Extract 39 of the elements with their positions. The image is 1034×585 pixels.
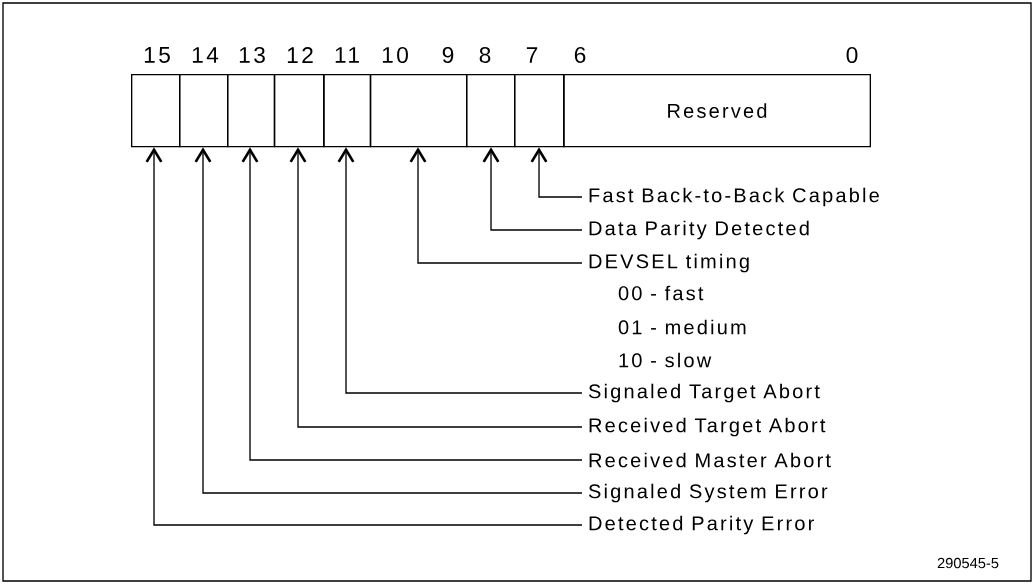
- reserved-field: Reserved: [563, 74, 871, 148]
- leader-arrow: [409, 147, 583, 264]
- leader-arrow: [482, 147, 583, 231]
- description-text: Detected Parity Error: [589, 515, 814, 535]
- description-text: Data Parity Detected: [589, 220, 809, 240]
- option-text: 00 - fast: [618, 285, 704, 301]
- bit-number: 9: [442, 46, 454, 64]
- leader-arrow: [145, 147, 583, 526]
- register-field: [466, 74, 516, 148]
- leader-arrow: [194, 147, 583, 494]
- bit-number: 11: [335, 47, 359, 63]
- description-text: Signaled System Error: [588, 483, 828, 503]
- bit-number: 12: [287, 47, 313, 63]
- figure-number: 290545-5: [937, 557, 999, 569]
- register-field: [274, 74, 325, 148]
- bit-number: 7: [526, 47, 538, 63]
- leader-arrow: [289, 147, 583, 428]
- register-field: [131, 74, 181, 148]
- bit-number: 8: [479, 46, 491, 64]
- description-text: DEVSEL timing: [589, 253, 749, 273]
- bit-number: 13: [239, 46, 265, 64]
- bit-number: 15: [144, 47, 170, 63]
- bit-number: 14: [192, 47, 219, 63]
- bit-number: 10: [382, 46, 408, 64]
- register-field: [370, 74, 468, 148]
- description-text: Fast Back-to-Back Capable: [589, 187, 879, 207]
- leader-arrow: [241, 147, 583, 461]
- leader-arrow: [530, 147, 583, 198]
- leader-arrow: [337, 147, 583, 394]
- option-text: 10 - slow: [619, 352, 712, 368]
- register-field: [227, 74, 275, 148]
- register-field: [514, 74, 565, 148]
- register-field: [323, 74, 371, 148]
- description-text: Signaled Target Abort: [588, 383, 820, 403]
- description-text: Received Master Abort: [589, 452, 831, 468]
- bit-number: 6: [574, 46, 586, 64]
- description-text: Received Target Abort: [589, 417, 826, 437]
- option-text: 01 - medium: [618, 319, 746, 335]
- register-field: [179, 74, 229, 148]
